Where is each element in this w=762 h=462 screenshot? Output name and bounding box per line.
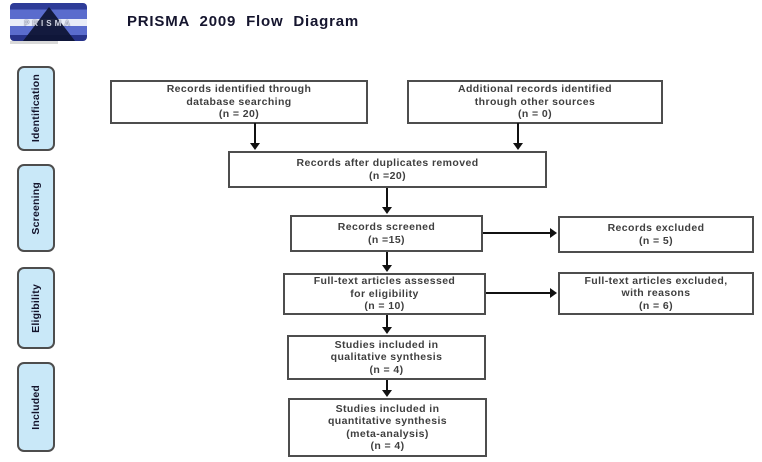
box-records-screened: Records screened (n =15) — [290, 215, 483, 252]
pyramid-icon — [22, 7, 75, 41]
stage-included: Included — [17, 362, 55, 452]
box-after-duplicates: Records after duplicates removed (n =20) — [228, 151, 547, 188]
arrow-screened-to-fulltext — [382, 252, 392, 272]
box-records-identified: Records identified through database sear… — [110, 80, 368, 124]
stage-screening-label: Screening — [30, 181, 42, 235]
arrow-screened-to-excluded — [483, 228, 557, 238]
box-qualitative-included: Studies included in qualitative synthesi… — [287, 335, 486, 380]
prisma-logo-text: PRISMA — [23, 19, 74, 28]
box-records-excluded: Records excluded (n = 5) — [558, 216, 754, 253]
prisma-logo: PRISMA — [10, 3, 87, 41]
box-fulltext-assessed: Full-text articles assessed for eligibil… — [283, 273, 486, 315]
arrow-additional-to-duplicates — [513, 123, 523, 150]
stage-screening: Screening — [17, 164, 55, 252]
stage-eligibility-label: Eligibility — [30, 283, 42, 333]
arrow-qualitative-to-quantitative — [382, 380, 392, 397]
stage-included-label: Included — [30, 384, 42, 430]
arrow-fulltext-to-qualitative — [382, 315, 392, 334]
box-fulltext-excluded: Full-text articles excluded, with reason… — [558, 272, 754, 315]
stage-eligibility: Eligibility — [17, 267, 55, 349]
arrow-duplicates-to-screened — [382, 188, 392, 214]
page-title: PRISMA 2009 Flow Diagram — [127, 13, 360, 30]
stage-identification-label: Identification — [30, 74, 42, 143]
arrow-fulltext-to-excluded — [486, 288, 557, 298]
box-quantitative-included: Studies included in quantitative synthes… — [288, 398, 487, 457]
arrow-identified-to-duplicates — [250, 123, 260, 150]
stage-identification: Identification — [17, 66, 55, 151]
logo-shadow — [10, 41, 58, 44]
box-additional-records: Additional records identified through ot… — [407, 80, 663, 124]
